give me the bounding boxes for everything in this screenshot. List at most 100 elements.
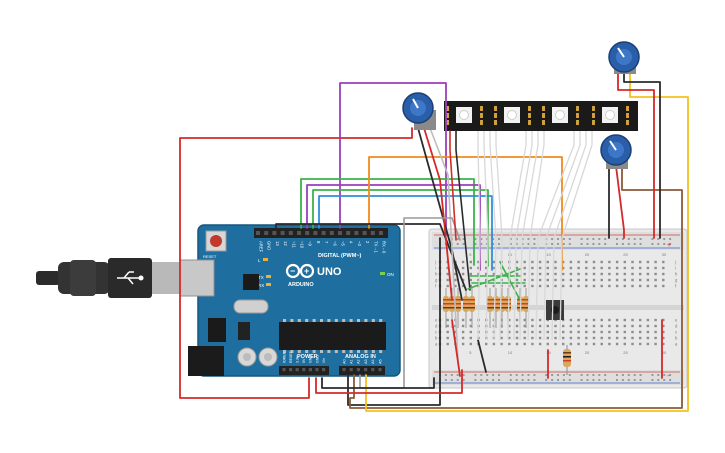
breadboard-hole [608,336,611,340]
rail-hole [492,379,495,381]
rail-hole [627,243,630,245]
breadboard-hole [623,278,626,282]
breadboard-hole [461,318,465,322]
mcu-pin [334,319,338,322]
rail-hole [509,243,512,245]
breadboard-hole [654,342,657,346]
wire-red-pot1 [423,127,453,301]
rail-hole [580,379,583,381]
strip-pad [576,106,579,111]
rail-hole [551,379,554,381]
rail-hole [515,238,518,240]
rail-hole [509,238,512,240]
row-letter: e [675,318,678,323]
voltage-regulator [208,318,226,342]
rail-hole [562,374,565,376]
breadboard-hole [608,342,611,346]
breadboard-hole [654,330,657,334]
breadboard-hole [485,272,488,276]
potentiometer-3[interactable] [600,134,632,169]
strip-pad [542,106,545,111]
breadboard-hole [615,278,619,282]
resistor-band [455,303,461,305]
breadboard-hole [515,278,519,282]
rail-hole [616,374,618,376]
tx-led-label: TX [258,275,264,280]
breadboard-hole [469,336,472,340]
rail-hole [604,374,607,376]
digital-pin-hole [321,231,326,235]
rail-hole [651,374,654,376]
rail-hole [598,374,601,376]
rail-hole [462,374,465,376]
breadboard-hole [592,342,596,346]
rail-hole [498,379,500,381]
breadboard-hole [485,342,488,346]
rail-hole [586,379,589,381]
rail-hole [527,374,530,376]
signal-wire [535,131,575,341]
wire-red-pot3 [615,165,625,239]
breadboard-hole [461,330,465,334]
analog-pin-hole [378,368,382,372]
rail-hole [492,243,495,245]
resistor-band [493,299,499,301]
breadboard-hole [461,284,465,288]
resistor-band [443,307,449,309]
breadboard-hole [492,342,496,346]
breadboard-hole [508,336,511,340]
breadboard-hole [492,284,496,288]
icsp-header [238,322,250,340]
breadboard-hole [523,284,526,288]
row-letter: g [675,278,678,283]
rail-hole [657,379,660,381]
resistor-band [505,299,511,301]
breadboard-hole [469,272,472,276]
analog-pin-label: A2 [357,359,361,364]
mcu-pin [290,319,294,322]
rail-hole [557,374,559,376]
potentiometer-1[interactable] [402,92,436,130]
potentiometer-2[interactable] [608,41,640,74]
breadboard-hole [639,330,642,334]
breadboard-hole [477,278,480,282]
breadboard-hole [469,260,472,264]
rail-hole [633,238,636,240]
breadboard-hole [500,330,503,334]
row-letter: c [435,330,437,335]
breadboard-hole [492,278,496,282]
breadboard-hole [508,324,511,328]
rail-hole [621,374,624,376]
breadboard-hole [446,324,449,328]
rail-hole [586,238,589,240]
signal-wire [543,131,581,341]
usb-interface-chip [243,274,259,290]
reset-button[interactable] [205,230,227,252]
power-pin-label: IOREF [282,351,286,363]
usb-cable [36,258,200,298]
breadboard-hole [631,336,634,340]
rail-hole [527,243,530,245]
digital-pin-hole [264,231,269,235]
rail-hole [657,374,660,376]
breadboard-hole [515,324,519,328]
digital-pin-label: ~10 [300,241,305,249]
breadboard-hole [515,342,519,346]
rail-hole [533,238,536,240]
breadboard-hole [461,278,465,282]
digital-header [254,228,388,238]
breadboard-hole [477,260,480,264]
breadboard-hole [654,324,657,328]
strip-pad [446,120,449,125]
resistor-band [443,303,449,305]
l-led [263,258,268,261]
breadboard-hole [608,324,611,328]
mcu-pin [364,319,368,322]
rail-hole [462,243,465,245]
breadboard-hole [554,330,557,334]
breadboard-hole [515,318,519,322]
rail-hole [604,379,607,381]
rail-hole [592,374,595,376]
